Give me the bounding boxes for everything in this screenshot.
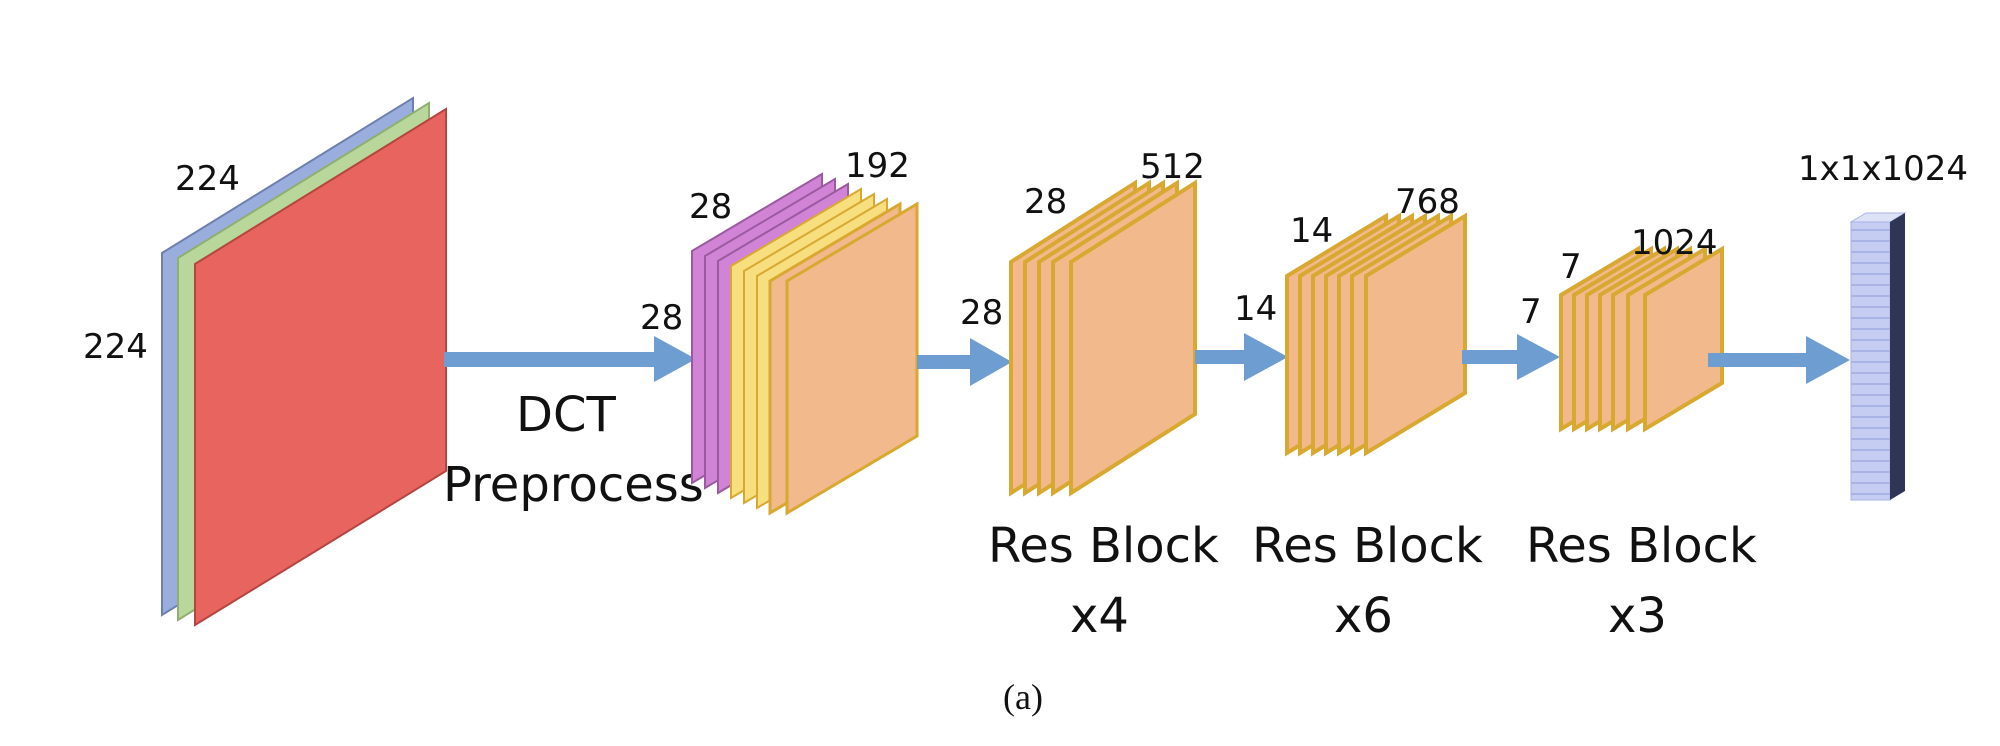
res-block-stack-3: [1559, 245, 1724, 433]
dct-spatial-label: 28: [689, 187, 732, 227]
arrow-stage3: [1462, 334, 1560, 380]
input-channel-red: [194, 107, 447, 627]
dct-slab-peach-2: [785, 201, 919, 516]
stage3-spatial-side-label: 7: [1520, 292, 1542, 332]
arrow-stage2: [1195, 333, 1288, 381]
figure-caption: (a): [1003, 677, 1043, 717]
stage1-block-label: Res Block: [988, 518, 1219, 574]
stage3-channels-label: 1024: [1631, 223, 1718, 263]
stage1-spatial-label: 28: [1024, 182, 1067, 222]
input-image-stack: [161, 96, 447, 627]
output-vector-side: [1890, 213, 1905, 500]
stage3-spatial-label: 7: [1560, 247, 1582, 287]
dct-label-line1: DCT: [516, 387, 616, 443]
res-block-stack-2: [1285, 212, 1467, 457]
dct-output-stack: [691, 172, 919, 516]
stage2-spatial-label: 14: [1290, 211, 1333, 251]
stage2-repeat-label: x6: [1334, 588, 1393, 644]
stage1-spatial-side-label: 28: [960, 293, 1003, 333]
dct-label-line2: Preprocess: [443, 457, 704, 513]
output-vector-face: [1850, 221, 1891, 501]
stage1-repeat-label: x4: [1070, 588, 1129, 644]
arrow-stage1: [917, 338, 1012, 386]
stage2-channels-label: 768: [1395, 182, 1460, 222]
input-width-label: 224: [175, 159, 240, 199]
stage3-block-label: Res Block: [1526, 518, 1757, 574]
res-block-stack-1: [1009, 179, 1197, 497]
output-shape-label: 1x1x1024: [1798, 149, 1968, 189]
arrow-output: [1708, 336, 1850, 384]
stage3-repeat-label: x3: [1608, 588, 1667, 644]
arrow-dct: [444, 336, 696, 382]
stage2-spatial-side-label: 14: [1234, 289, 1277, 329]
dct-channels-label: 192: [845, 146, 910, 186]
output-vector: [1849, 212, 1907, 501]
stage1-channels-label: 512: [1140, 147, 1205, 187]
dct-spatial-side-label: 28: [640, 298, 683, 338]
input-height-label: 224: [83, 327, 148, 367]
stage2-block-label: Res Block: [1252, 518, 1483, 574]
